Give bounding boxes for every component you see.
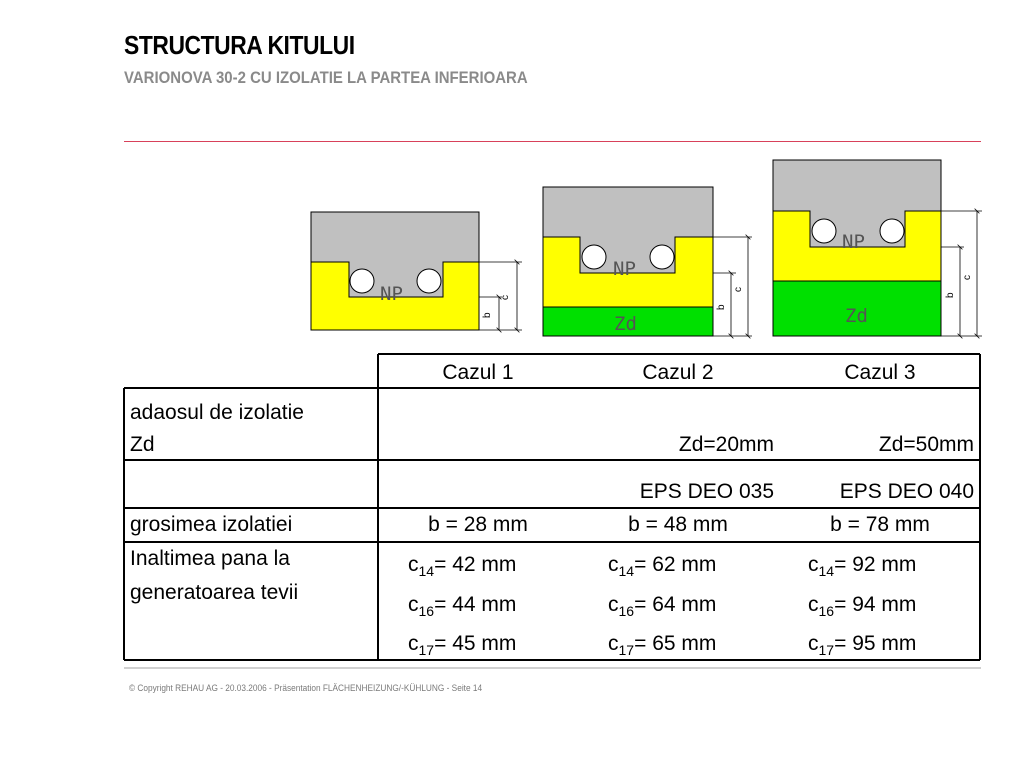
dim-b-label: b — [482, 312, 493, 318]
zd-label: Zd — [845, 305, 868, 327]
row-label-thickness: grosimea izolatiei — [130, 513, 293, 536]
insulation-case-3: Zd=50mm — [878, 433, 974, 456]
thickness-case-1: b = 28 mm — [428, 513, 528, 536]
dim-c-label: c — [733, 287, 744, 292]
row-label-insulation-line1: adaosul de izolatie — [130, 401, 304, 424]
dim-b-label: b — [716, 304, 727, 310]
thickness-case-2: b = 48 mm — [628, 513, 728, 536]
pipe-icon — [649, 244, 675, 270]
case-3-diagram: NP Zd b c — [772, 159, 982, 339]
case-1-diagram: NP b c — [310, 211, 522, 333]
height-value: c16= 64 mm — [608, 593, 717, 619]
height-value: c14= 62 mm — [608, 553, 717, 579]
column-header-case-1: Cazul 1 — [442, 361, 514, 384]
material-case-2: EPS DEO 035 — [639, 480, 774, 503]
page-subtitle: VARIONOVA 30-2 CU IZOLATIE LA PARTEA INF… — [124, 68, 528, 87]
dim-c-label: c — [500, 295, 511, 300]
footer-divider — [124, 667, 981, 669]
zd-insulation — [772, 280, 942, 337]
np-label: NP — [613, 258, 636, 280]
np-label: NP — [380, 283, 403, 305]
zd-insulation — [542, 306, 714, 337]
row-label-height-line2: generatoarea tevii — [130, 581, 299, 604]
dim-b-label: b — [945, 292, 956, 298]
pipe-icon — [581, 244, 607, 270]
pipe-icon — [811, 218, 837, 244]
row-label-insulation-line2: Zd — [130, 433, 155, 456]
copyright-footer: © Copyright REHAU AG - 20.03.2006 - Präs… — [129, 683, 483, 693]
column-header-case-2: Cazul 2 — [642, 361, 714, 384]
dim-c-label: c — [962, 275, 973, 280]
row-label-height-line1: Inaltimea pana la — [130, 547, 290, 570]
case-2-diagram: NP Zd b c — [542, 186, 752, 339]
height-value: c17= 45 mm — [408, 632, 517, 658]
specs-table-grid — [123, 353, 981, 661]
thickness-case-3: b = 78 mm — [830, 513, 930, 536]
np-label: NP — [842, 231, 865, 253]
insulation-case-2: Zd=20mm — [678, 433, 774, 456]
height-value: c17= 95 mm — [808, 632, 917, 658]
pipe-icon — [416, 268, 442, 294]
header-divider — [124, 141, 981, 142]
column-header-case-3: Cazul 3 — [844, 361, 916, 384]
height-value: c16= 94 mm — [808, 593, 917, 619]
page-title: STRUCTURA KITULUI — [124, 30, 355, 60]
height-value: c14= 92 mm — [808, 553, 917, 579]
height-value: c14= 42 mm — [408, 553, 517, 579]
pipe-icon — [879, 218, 905, 244]
height-value: c16= 44 mm — [408, 593, 517, 619]
pipe-icon — [349, 268, 375, 294]
zd-label: Zd — [614, 313, 637, 335]
height-value: c17= 65 mm — [608, 632, 717, 658]
material-case-3: EPS DEO 040 — [839, 480, 974, 503]
